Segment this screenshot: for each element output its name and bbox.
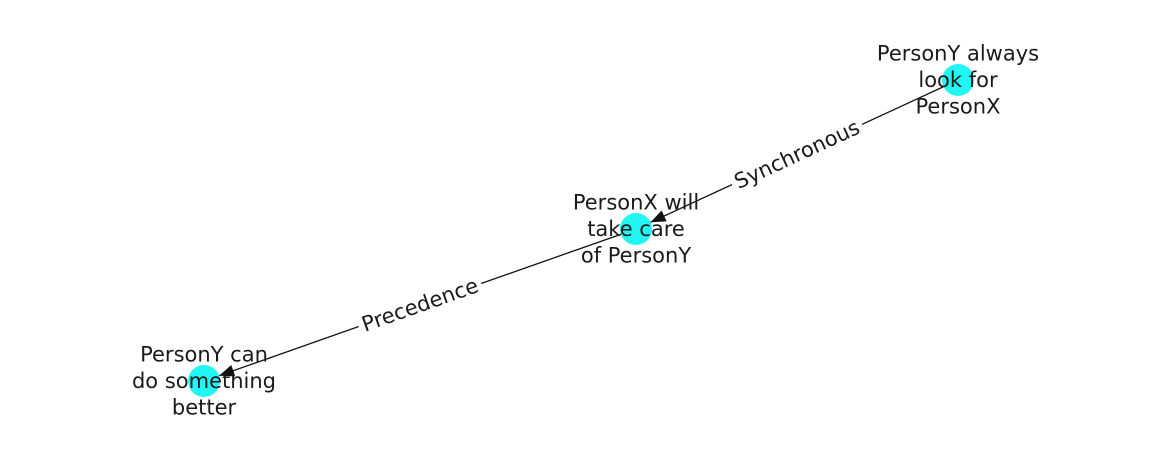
node-label-line: better — [172, 396, 237, 420]
edge-label: Precedence — [359, 273, 482, 336]
node-label-line: look for — [918, 68, 998, 92]
arrow-head-1 — [650, 210, 667, 223]
node-label-line: PersonY always — [877, 42, 1039, 66]
arrow-head-2 — [219, 365, 236, 377]
node-label-line: of PersonY — [581, 244, 691, 268]
edge-label: Synchronous — [731, 115, 864, 194]
node-label-line: do something — [132, 369, 276, 393]
edge-label-background — [354, 271, 486, 339]
node-label-line: PersonX will — [573, 191, 699, 215]
node-label-line: take care — [587, 217, 685, 241]
node-circle-2[interactable] — [620, 213, 652, 245]
node-circle-1[interactable] — [942, 64, 974, 96]
edge-label-group-2: Precedence — [354, 271, 486, 339]
edge-label-group-1: Synchronous — [726, 112, 868, 197]
nodes-layer — [188, 64, 974, 397]
node-circle-3[interactable] — [188, 365, 220, 397]
node-label-line: PersonY can — [140, 343, 268, 367]
edge-label-background — [726, 112, 868, 197]
node-label-line: PersonX — [916, 95, 1001, 119]
